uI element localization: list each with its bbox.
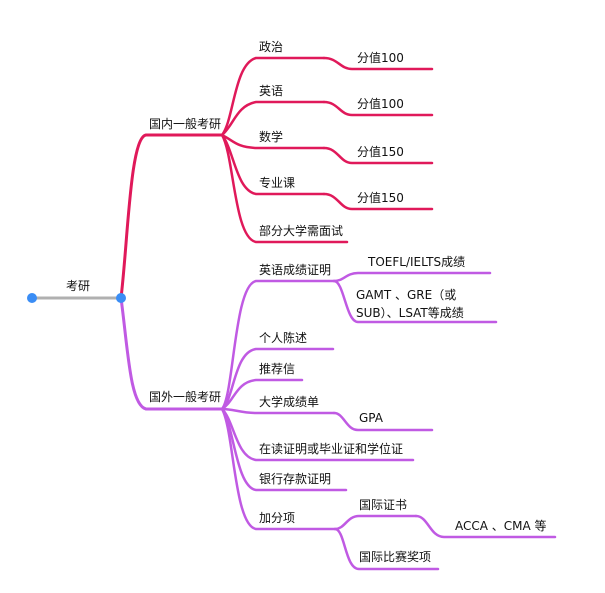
score-major-label[interactable]: 分值150 — [357, 191, 404, 205]
detail-competition — [333, 527, 440, 571]
item-statement[interactable]: 个人陈述 — [259, 331, 308, 345]
branch-math — [220, 133, 326, 150]
subject-english[interactable]: 英语 — [259, 84, 284, 98]
score-english-label[interactable]: 分值100 — [357, 97, 404, 111]
detail-acca — [414, 514, 557, 539]
branch-english-proof — [220, 279, 336, 411]
detail-gpa-label[interactable]: GPA — [359, 411, 383, 425]
detail-toefl — [332, 271, 492, 283]
detail-competition-label[interactable]: 国际比赛奖项 — [359, 550, 432, 564]
detail-acca-label[interactable]: ACCA 、CMA 等 — [455, 519, 547, 533]
detail-gre — [332, 279, 498, 324]
branch-transcript — [220, 407, 336, 415]
foreign-label[interactable]: 国外一般考研 — [149, 390, 222, 404]
branch-english — [220, 100, 326, 137]
item-recommendation[interactable]: 推荐信 — [259, 362, 296, 376]
score-politics-label[interactable]: 分值100 — [357, 51, 404, 65]
root-handle[interactable] — [27, 293, 37, 303]
subject-math[interactable]: 数学 — [259, 130, 284, 144]
domestic-trunk — [119, 133, 224, 300]
branch-bonus — [220, 407, 337, 531]
detail-gpa — [332, 411, 434, 432]
score-major — [322, 192, 434, 211]
score-math — [322, 146, 434, 165]
domestic-label[interactable]: 国内一般考研 — [149, 117, 222, 131]
root-label[interactable]: 考研 — [66, 279, 91, 293]
item-bank[interactable]: 银行存款证明 — [259, 472, 332, 486]
item-english-proof[interactable]: 英语成绩证明 — [259, 263, 332, 277]
subject-major[interactable]: 专业课 — [259, 176, 296, 190]
item-enrollment[interactable]: 在读证明或毕业证和学位证 — [259, 442, 404, 456]
branch-politics — [220, 56, 326, 137]
detail-cert — [333, 514, 418, 531]
detail-gre-label[interactable]: GAMT 、GRE（或SUB）、LSAT等成绩 — [356, 288, 464, 320]
subject-interview[interactable]: 部分大学需面试 — [259, 224, 344, 238]
score-math-label[interactable]: 分值150 — [357, 145, 404, 159]
foreign-trunk — [119, 296, 224, 411]
score-politics — [322, 56, 434, 71]
score-english — [322, 100, 434, 117]
item-transcript[interactable]: 大学成绩单 — [259, 395, 320, 409]
item-bonus[interactable]: 加分项 — [259, 511, 296, 525]
detail-cert-label[interactable]: 国际证书 — [359, 498, 408, 512]
branch-interview — [220, 133, 349, 244]
branch-recommendation — [220, 378, 304, 411]
collapse-handle[interactable] — [116, 293, 126, 303]
subject-politics[interactable]: 政治 — [259, 40, 284, 54]
detail-toefl-label[interactable]: TOEFL/IELTS成绩 — [368, 255, 466, 269]
